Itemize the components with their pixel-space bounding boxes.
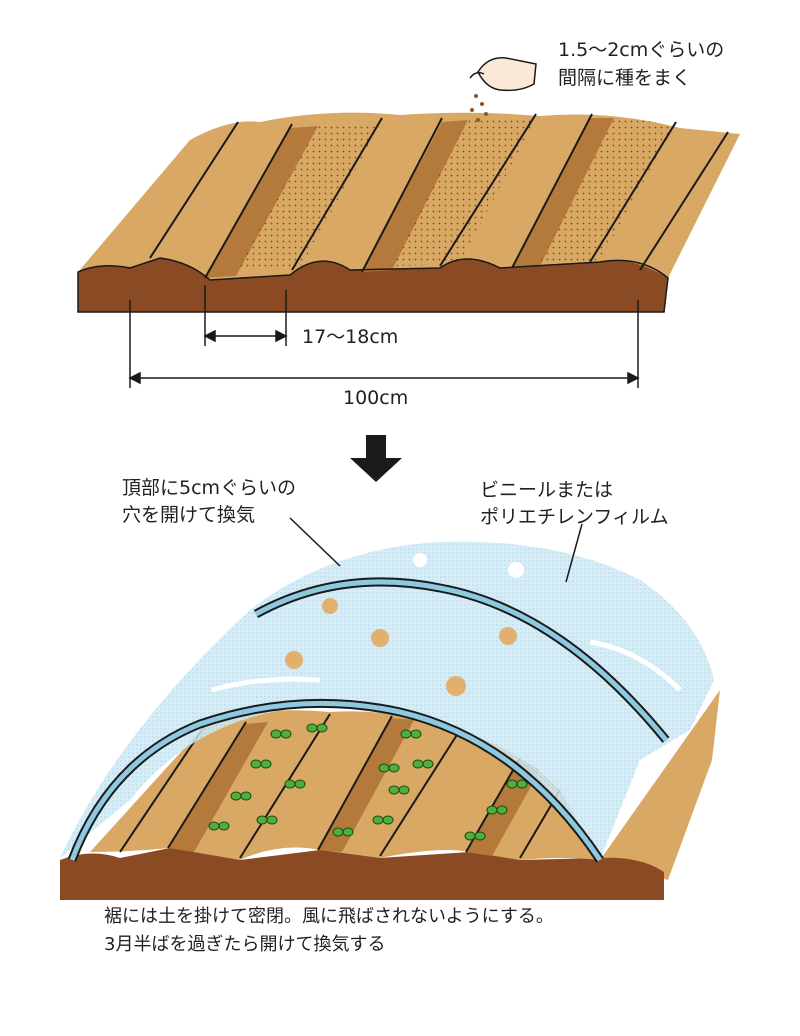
top-furrow-shadow-3: [512, 118, 614, 268]
top-ridge-line-5: [439, 113, 537, 267]
top-soil-base: [78, 258, 668, 312]
top-ridge-line-6: [511, 113, 593, 269]
vent-hole: [499, 627, 517, 645]
vent-hole: [322, 598, 338, 614]
top-seed-row-3: [540, 118, 676, 262]
seedling-icon: [306, 723, 328, 733]
vent-note-line1: 頂部に5cmぐらいの: [122, 477, 297, 499]
seed-note-line1: 1.5〜2cmぐらいの: [558, 39, 725, 61]
spacing-label: 17〜18cm: [302, 326, 399, 348]
vent-hole: [285, 651, 303, 669]
seedling-icon: [506, 779, 528, 789]
seedling-icon: [256, 815, 278, 825]
seedling-icon: [400, 729, 422, 739]
top-seed-row-1: [236, 122, 382, 270]
tunnel-ground-right: [600, 690, 720, 880]
film-highlight: [589, 639, 682, 692]
top-ridge-line-7: [589, 121, 677, 263]
seedling-icon: [412, 759, 434, 769]
vent-hole: [508, 562, 524, 578]
top-furrow-shadow-1: [205, 126, 318, 278]
vent-hole: [446, 676, 466, 696]
top-seedbed: [77, 57, 740, 388]
vent-hole: [371, 629, 389, 647]
seedling-icon: [388, 785, 410, 795]
film-highlight: [211, 676, 321, 693]
top-ridge-line-2: [204, 123, 293, 279]
sowing-hand-icon: [469, 57, 537, 122]
top-ridge-line-4: [361, 117, 443, 273]
footer-line2: 3月半ばを過ぎたら開けて換気する: [104, 934, 386, 955]
seedling-icon: [270, 729, 292, 739]
top-soil-outline: [77, 257, 669, 313]
tunnel-soil-base: [60, 846, 664, 900]
seedling-icons: [208, 723, 528, 841]
seedling-icon: [378, 763, 400, 773]
film-callout-line: [565, 523, 583, 583]
seedling-icon: [208, 821, 230, 831]
width-label: 100cm: [343, 387, 409, 409]
vent-note-line2: 穴を開けて換気: [122, 504, 256, 526]
tunnel-seedbed: [60, 517, 720, 900]
vent-holes: [285, 553, 524, 696]
film-note-line2: ポリエチレンフィルム: [480, 506, 669, 528]
vent-callout-line: [289, 517, 341, 567]
top-ridge-line-3: [291, 117, 383, 271]
footer-line1: 裾には土を掛けて密閉。風に飛ばされないようにする。: [104, 906, 554, 927]
seedling-icon: [230, 791, 252, 801]
top-seed-row-2: [392, 118, 536, 266]
seedling-icon: [284, 779, 306, 789]
top-furrow-shadow-2: [362, 120, 468, 272]
vent-hole: [413, 553, 427, 567]
tunnel-furrow-shadow-1: [168, 722, 268, 852]
seedling-icon: [332, 827, 354, 837]
down-arrow-icon: [350, 435, 402, 482]
top-ridge-line-8: [639, 131, 729, 271]
seedling-icon: [464, 831, 486, 841]
seedling-icon: [250, 759, 272, 769]
seedling-icon: [486, 805, 508, 815]
top-ridge-line-1: [149, 121, 239, 259]
seed-note-line2: 間隔に種をまく: [558, 67, 692, 89]
plastic-film: [60, 541, 714, 860]
tunnel-furrow-shadow-2: [318, 718, 414, 852]
film-note-line1: ビニールまたは: [480, 479, 614, 501]
seedling-icon: [372, 815, 394, 825]
